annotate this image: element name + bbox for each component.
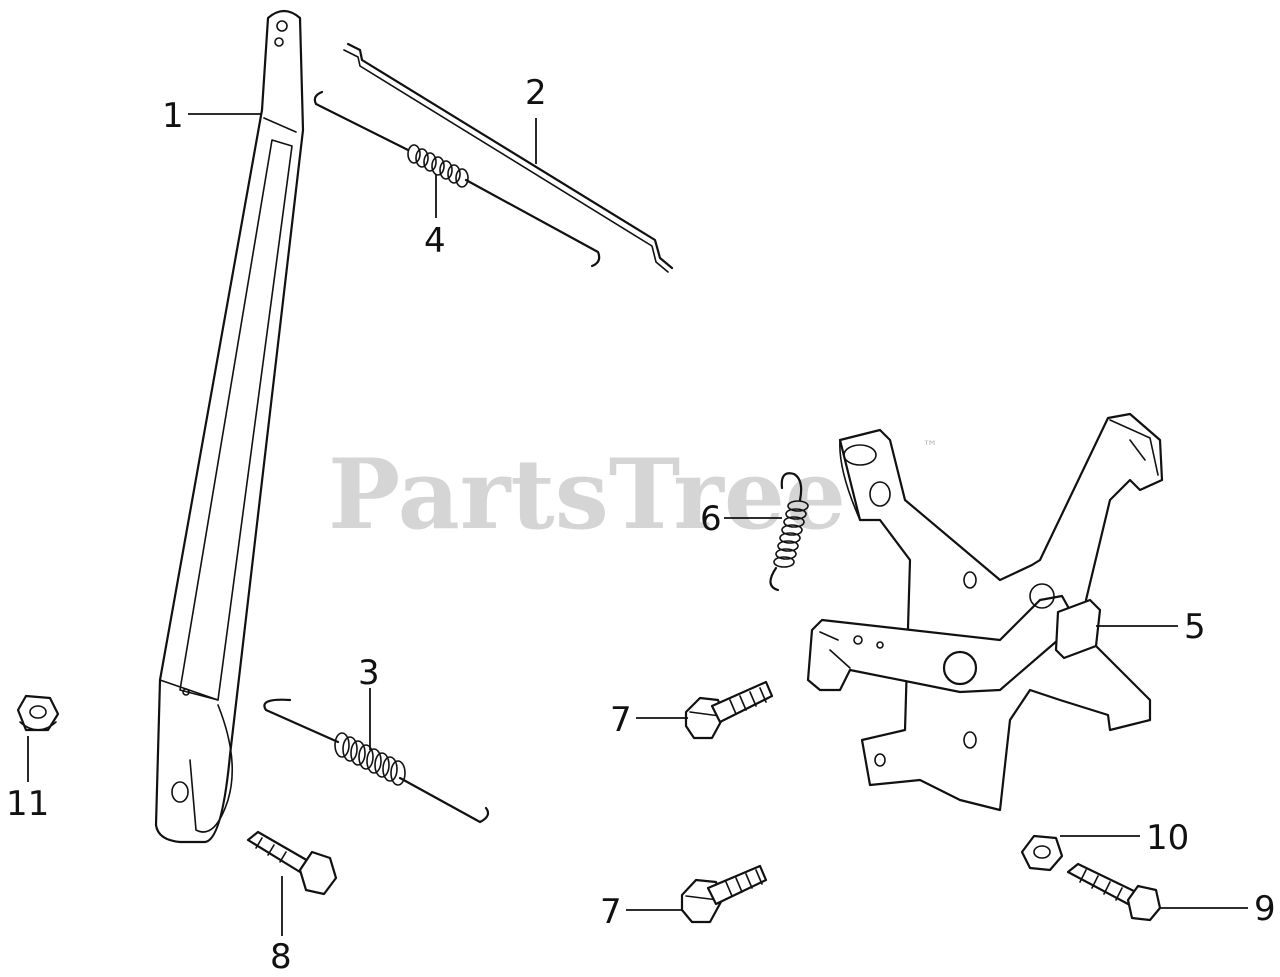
part-11-flange-nut[interactable] [16,694,60,732]
callout-6: 6 [700,499,722,539]
callout-3: 3 [358,653,380,693]
callout-5: 5 [1184,607,1206,647]
part-8-hex-bolt[interactable] [246,830,338,896]
watermark-text: PartsTree [328,438,846,551]
callout-labels: 1 2 3 4 5 6 7 7 8 9 10 11 [6,73,1276,977]
part-2-throttle-rod[interactable] [343,42,674,273]
part-7-flange-bolt-lower[interactable] [680,864,768,924]
leader-lines [27,113,1248,936]
callout-4: 4 [424,221,446,261]
part-9-bolt[interactable] [1066,862,1162,922]
callout-7-lower: 7 [600,892,622,932]
callout-2: 2 [525,73,547,113]
callout-11: 11 [6,784,49,824]
part-10-hex-nut[interactable] [1020,834,1064,872]
callout-10: 10 [1146,818,1189,858]
callout-9: 9 [1254,889,1276,929]
callout-1: 1 [162,96,184,136]
part-7-flange-bolt-upper[interactable] [684,680,774,740]
part-6-return-spring[interactable] [769,472,809,592]
part-5-control-base[interactable] [806,412,1164,812]
watermark-trademark: ™ [922,437,938,456]
callout-7-upper: 7 [610,700,632,740]
part-4-governor-rod[interactable] [313,90,601,268]
callout-8: 8 [270,937,292,977]
part-1-control-lever[interactable] [154,9,305,844]
part-3-governor-spring[interactable] [263,698,490,824]
